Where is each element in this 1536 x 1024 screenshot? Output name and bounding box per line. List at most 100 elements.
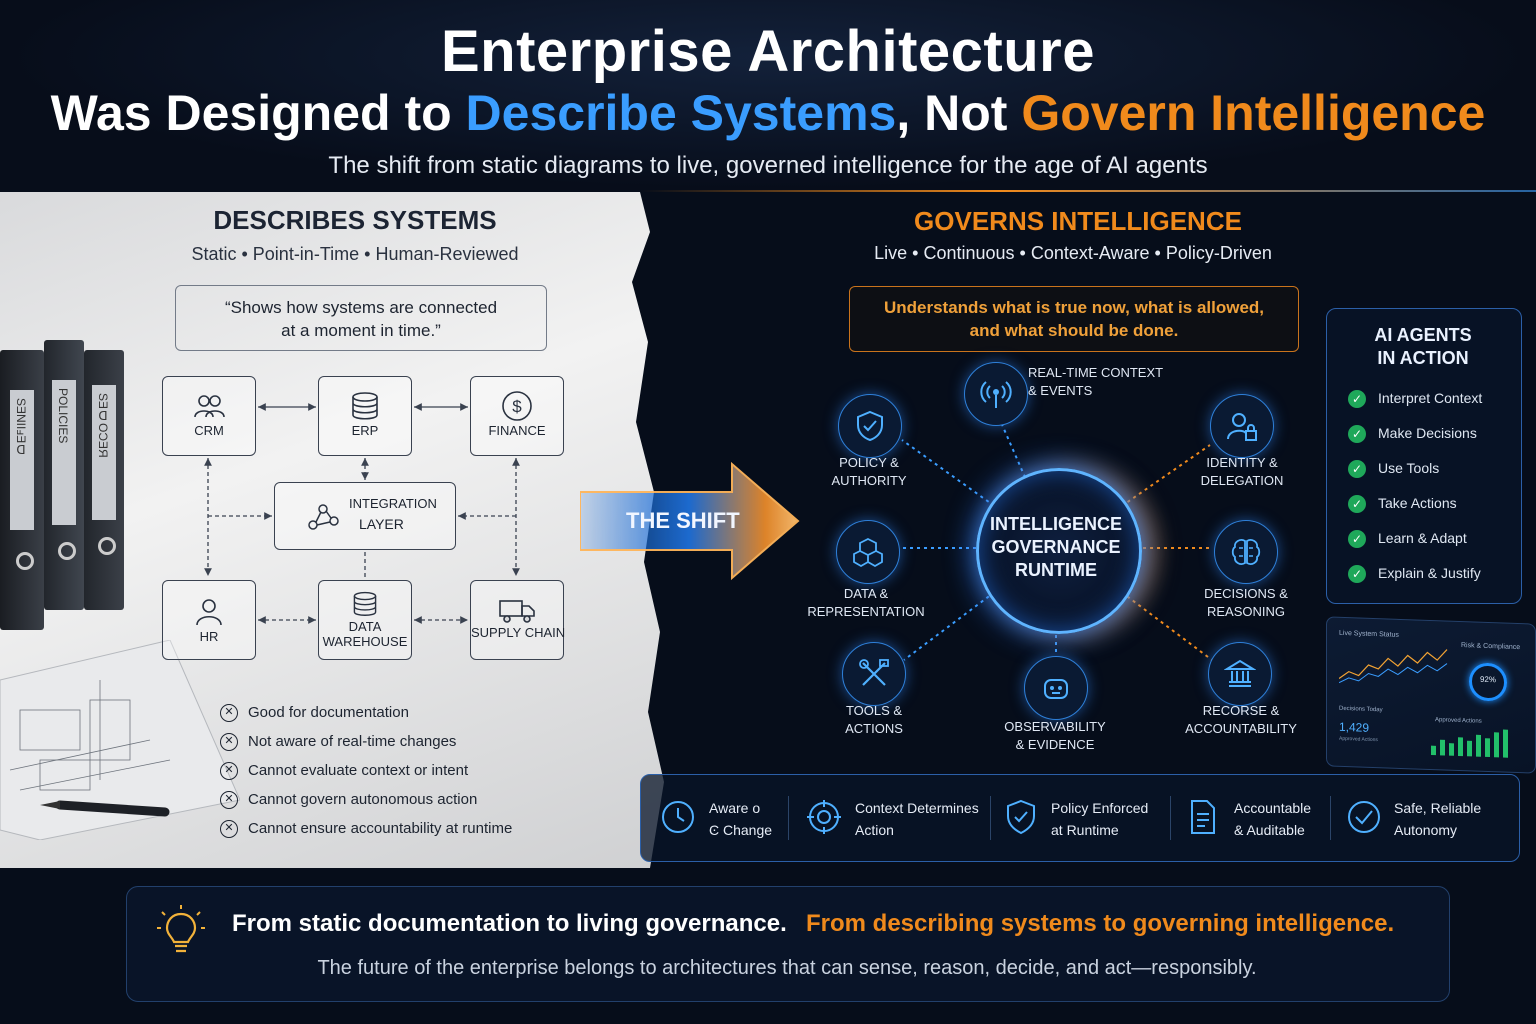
shield-check-icon [857,410,883,442]
sat-recorse [1208,642,1272,706]
node-supply-chain: SUPPLY CHAIN [470,580,565,660]
sat-data [836,520,900,584]
principle-line: Aware o [709,800,761,816]
sat-label-line: RECORSE & [1202,703,1280,718]
sat-tools [842,642,906,706]
truck-icon [499,600,535,623]
binder-label-text: POLICIES [56,388,70,444]
node-label: FINANCE [488,423,546,438]
footer-statement-orange: From describing systems to governing int… [806,910,1395,937]
dash-bar [1494,732,1499,758]
node-data-warehouse: DATA WAREHOUSE [318,580,412,660]
agent-item-text: Use Tools [1378,460,1440,476]
sat-label-line: REASONING [1206,604,1285,619]
network-icon [308,504,339,530]
cubes-icon [853,537,883,568]
robot-icon [1044,679,1068,699]
dash-decisions-sub: Approved Actions [1339,735,1378,744]
agent-item: ✓Make Decisions [1348,425,1482,460]
limitation-item: ✕ Cannot govern autonomous action [220,791,512,820]
title-prefix: Was Designed to [50,85,466,141]
dash-line-chart [1339,649,1448,684]
dash-decisions-value: 1,429 [1339,719,1370,735]
dash-bar [1458,737,1463,757]
agent-item: ✓ Use Tools [1348,460,1482,495]
agent-item: ✓Learn & Adapt [1348,530,1482,565]
divider [1330,796,1331,840]
target-icon [807,800,841,834]
left-quote: “Shows how systems are connected at a mom… [175,285,547,351]
governance-hub [976,468,1142,634]
header [0,0,1536,190]
sat-label-line: DATA & [843,586,889,601]
principle-line: Safe, Reliable [1394,800,1482,816]
document-icon [1191,800,1215,834]
shift-arrow [580,461,800,581]
ai-agents-panel [1326,308,1522,604]
sat-label-line: OBSERVABILITY [1004,719,1106,734]
x-circle-icon: ✕ [220,704,238,723]
principle-item: Accountable & Auditable [1234,797,1311,841]
limitation-item: ✕Cannot evaluate context or intent [220,762,512,791]
sat-policy-label: POLICY &AUTHORITY [809,454,929,490]
x-circle-icon: ✕ [220,791,238,810]
principle-line: & Auditable [1234,822,1305,838]
check-icon: ✓ [1348,495,1366,514]
page-subtitle: The shift from static diagrams to live, … [328,152,1208,179]
sat-label-line: IDENTITY & [1206,455,1278,470]
footer-tagline: The future of the enterprise belongs to … [317,957,1257,979]
sat-label-line: ACTIONS [845,721,903,736]
left-subheading: Static • Point-in-Time • Human-Reviewed [191,244,519,264]
check-icon: ✓ [1348,460,1366,479]
principle-line: Accountable [1234,800,1312,816]
node-integration-layer: INTEGRATION LAYER [274,482,456,550]
check-circle-icon [1348,801,1380,833]
users-icon [194,395,225,418]
dash-bar [1440,739,1445,756]
limitation-text: Good for documentation [248,704,409,721]
principle-line: Context Determines [855,800,979,816]
left-heading: DESCRIBES SYSTEMS [213,205,497,235]
user-icon [196,599,222,626]
node-label: HR [199,629,219,644]
binder-label: SƎNIIⅎƎᗡ [10,390,34,530]
dash-bar [1431,745,1436,756]
limitations-list: ✕ Good for documentation ✕Not aware of re… [220,704,512,849]
agent-item-text: Take Actions [1378,495,1457,511]
ai-agents-list: ✓Interpret Context ✓Make Decisions ✓Use … [1348,390,1482,600]
sat-recorse-label: RECORSE &ACCOUNTABILITY [1174,702,1308,738]
divider [788,796,789,840]
footer-statement-white: From static documentation to living gove… [232,910,787,937]
x-circle-icon: ✕ [220,733,238,752]
sat-observability-label: OBSERVABILITY& EVIDENCE [990,718,1120,754]
sat-label-line: & EVENTS [1028,383,1093,398]
dollar-icon: $ [502,391,532,421]
right-subheading: Live • Continuous • Context-Aware • Poli… [874,243,1272,263]
left-quote-line: “Shows how systems are connected [224,298,498,317]
clock-icon [662,801,694,833]
dash-bar-chart [1431,729,1508,758]
principle-line: Action [855,822,894,838]
node-hr: HR [162,580,256,660]
binder-label-text: SƎNIIⅎƎᗡ [14,398,28,458]
sat-decisions-label: DECISIONS &REASONING [1186,585,1306,621]
page-title: Enterprise Architecture [440,19,1095,84]
lightbulb-icon [157,905,205,953]
brain-icon [1231,539,1261,565]
sat-label-line: REAL-TIME CONTEXT [1028,365,1164,380]
node-label: DATA [348,619,382,634]
right-heading: GOVERNS INTELLIGENCE [914,206,1242,236]
left-quote-line: at a moment in time.” [281,321,441,340]
limitation-item: ✕Not aware of real-time changes [220,733,512,762]
agents-heading-line: AI AGENTS [1374,325,1472,345]
page-title-line2: Was Designed to Describe Systems, Not Go… [0,84,1536,142]
check-icon: ✓ [1348,530,1366,549]
sat-label-line: AUTHORITY [831,473,907,488]
dash-risk-value: 92% [1479,674,1496,685]
hub-label-line: GOVERNANCE [991,537,1121,557]
limitation-text: Cannot govern autonomous action [248,791,478,808]
limitation-text: Cannot evaluate context or intent [248,762,469,779]
